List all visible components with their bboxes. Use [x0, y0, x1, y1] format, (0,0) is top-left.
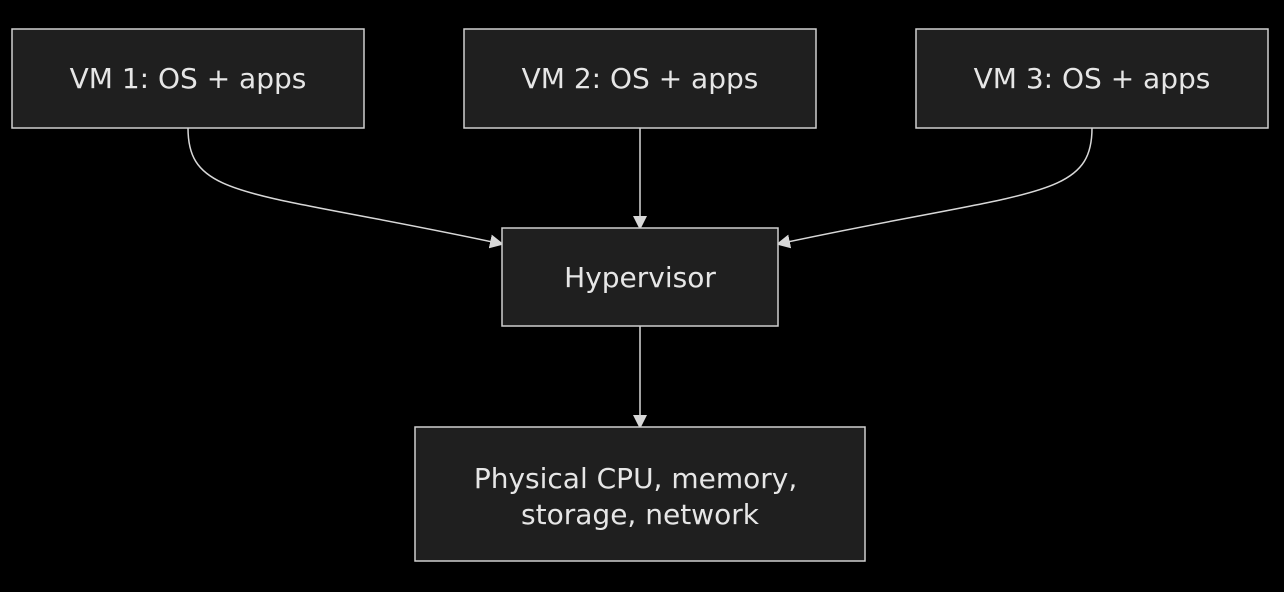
node-hypervisor: Hypervisor — [501, 227, 779, 327]
edge-vm1-to-hypervisor — [187, 127, 504, 249]
node-hardware: Physical CPU, memory, storage, network — [414, 426, 866, 562]
node-vm1-label: VM 1: OS + apps — [70, 62, 307, 95]
edge-vm3-to-hypervisor — [776, 127, 1093, 249]
node-vm2-label: VM 2: OS + apps — [522, 62, 759, 95]
node-vm1: VM 1: OS + apps — [11, 28, 365, 129]
node-hardware-label: Physical CPU, memory, storage, network — [474, 462, 806, 531]
edges — [187, 127, 1093, 429]
node-vm3-label: VM 3: OS + apps — [974, 62, 1211, 95]
node-hypervisor-label: Hypervisor — [564, 261, 716, 294]
node-vm2: VM 2: OS + apps — [463, 28, 817, 129]
node-vm3: VM 3: OS + apps — [915, 28, 1269, 129]
